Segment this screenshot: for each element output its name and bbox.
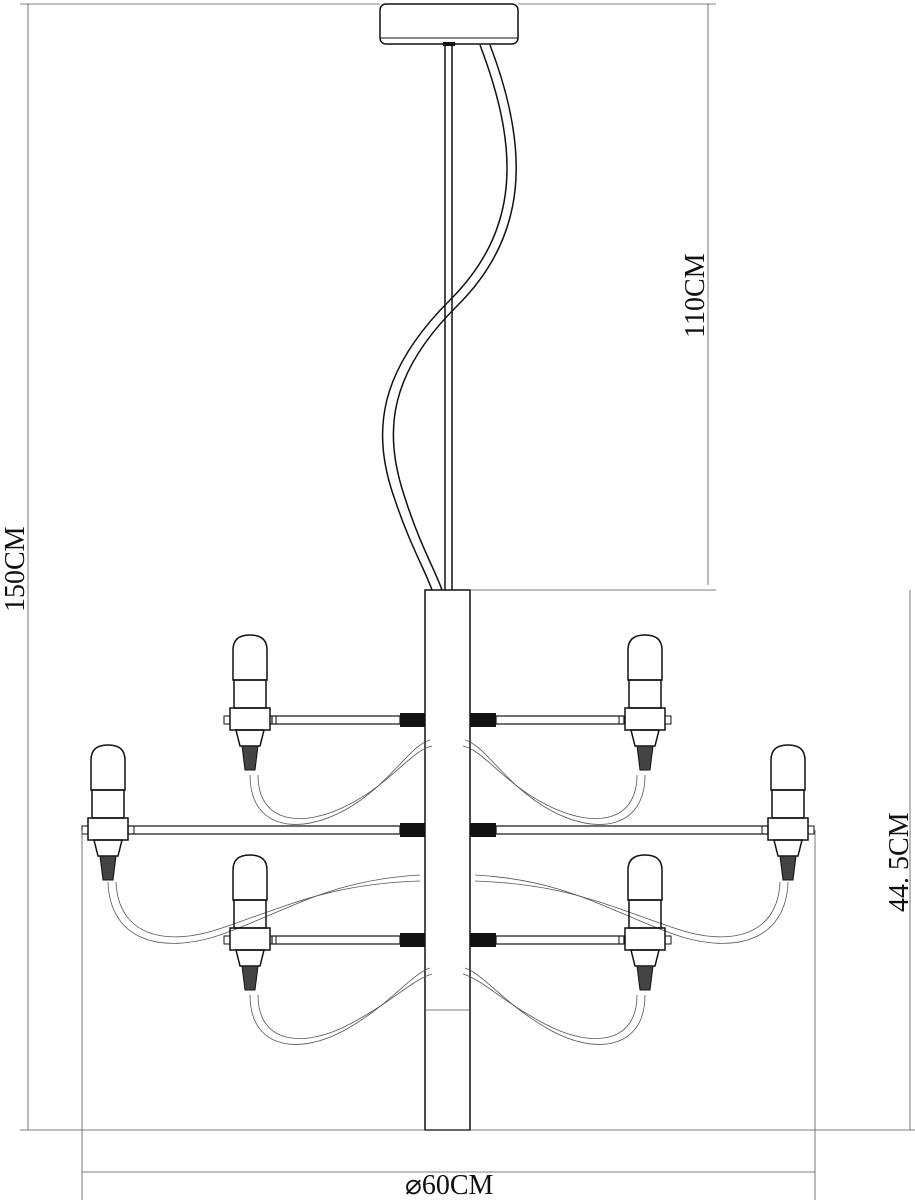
arm-wires [107, 739, 789, 1045]
dimension-lines [20, 3, 915, 1200]
diameter-label: ⌀60CM [405, 1170, 494, 1200]
lamp-holders [81, 634, 815, 991]
total-height-label: 150CM [0, 526, 31, 612]
arms [127, 713, 769, 947]
lamp-upper-right [618, 634, 672, 771]
central-column [424, 589, 471, 1131]
cable-length-label: 110CM [680, 253, 711, 338]
power-cable [381, 44, 517, 591]
body-height-label: 44. 5CM [884, 812, 915, 912]
lamp-middle-right [761, 744, 815, 881]
lamp-lower-right [618, 854, 672, 991]
lamp-upper-left [223, 634, 277, 771]
lamp-middle-left [81, 744, 135, 881]
ceiling-canopy [379, 3, 519, 46]
lamp-lower-left [223, 854, 277, 991]
